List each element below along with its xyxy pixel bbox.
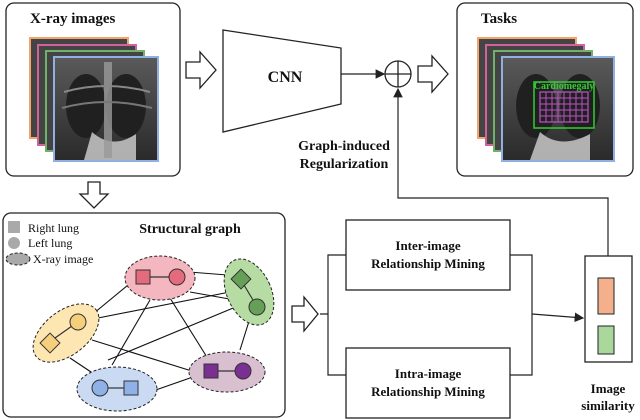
graph-legend: Right lung Left lung X-ray image — [5, 221, 93, 266]
xray-panel-title: X-ray images — [30, 11, 116, 27]
graph-node-blue — [76, 366, 158, 412]
xray-lung-left — [106, 74, 146, 138]
left-lung-node — [248, 298, 266, 316]
left-lung-node — [69, 313, 87, 331]
intra-line2: Relationship Mining — [371, 384, 485, 399]
structural-graph-panel: Structural graph Right lung Left lung X-… — [2, 212, 286, 418]
graph-node-red — [124, 255, 196, 301]
regularization-line1: Graph-induced — [298, 139, 390, 154]
hollow-arrow-to-tasks — [417, 54, 449, 94]
bracket-to-intra — [327, 314, 346, 376]
similarity-bar-green — [597, 325, 615, 355]
hollow-arrow-down — [78, 181, 110, 209]
xray-stack — [29, 37, 159, 162]
similarity-line2: similarity — [581, 398, 635, 413]
right-lung-node — [230, 268, 252, 290]
legend-right-lung: Right lung — [28, 221, 79, 235]
graph-node-yellow — [32, 303, 100, 363]
graph-node-green — [223, 258, 275, 326]
legend-xray-image: X-ray image — [33, 252, 93, 266]
right-lung-node — [135, 269, 151, 285]
right-lung-node — [39, 332, 61, 354]
xray-images-panel: X-ray images — [5, 2, 181, 177]
legend-left-lung: Left lung — [28, 236, 72, 250]
right-lung-node — [203, 363, 219, 379]
similarity-bar-orange — [597, 277, 615, 315]
cnn-label: CNN — [268, 69, 303, 86]
hollow-arrow-to-mining — [291, 295, 319, 333]
cnn-block: CNN — [222, 29, 342, 133]
cardiomegaly-label: Cardiomegaly — [534, 81, 595, 92]
ellipse-icon — [5, 252, 31, 266]
tasks-panel: Tasks Cardiomegaly — [456, 2, 634, 177]
cardiomegaly-grid — [539, 91, 589, 123]
merge-bracket — [510, 254, 533, 376]
regularization-label: Graph-induced Regularization — [298, 139, 390, 172]
regularization-line2: Regularization — [300, 157, 389, 172]
circle-icon — [8, 237, 20, 249]
graph-node-purple — [188, 351, 266, 393]
arrow-to-similarity — [531, 312, 585, 323]
left-lung-node — [168, 268, 186, 286]
inter-image-mining-box: Inter-image Relationship Mining — [345, 219, 511, 291]
sum-node — [384, 60, 412, 88]
right-lung-node — [123, 380, 139, 396]
intra-image-mining-box: Intra-image Relationship Mining — [345, 347, 511, 419]
bracket-to-inter — [320, 254, 346, 315]
square-icon — [8, 221, 20, 233]
inter-line2: Relationship Mining — [371, 256, 485, 271]
hollow-arrow-to-cnn — [185, 50, 217, 90]
structural-graph-title: Structural graph — [139, 222, 241, 237]
left-lung-node — [91, 379, 109, 397]
tasks-panel-title: Tasks — [481, 11, 517, 27]
image-similarity-box: Image similarity — [581, 255, 635, 413]
left-lung-node — [234, 362, 252, 380]
inter-line1: Inter-image — [395, 238, 460, 253]
intra-line1: Intra-image — [395, 366, 462, 381]
cardiomegaly-box — [533, 81, 595, 129]
feedback-arrow — [393, 87, 609, 256]
similarity-line1: Image — [591, 381, 626, 396]
